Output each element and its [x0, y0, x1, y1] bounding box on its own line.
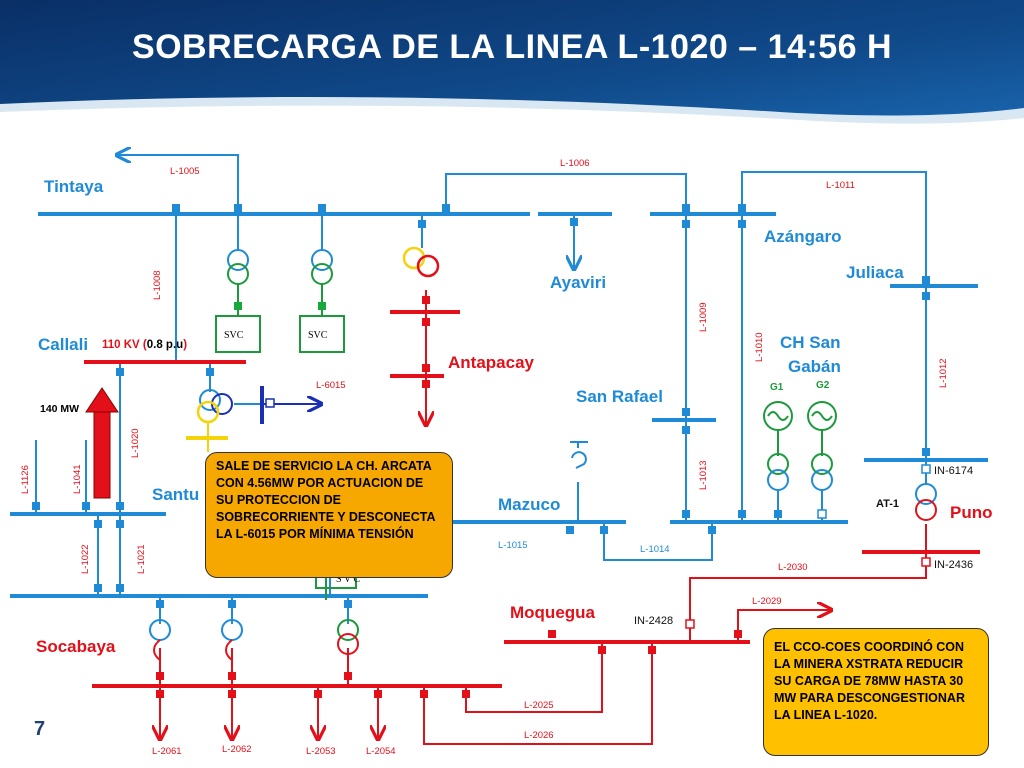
label-g2: G2	[816, 380, 830, 391]
label-l2062: L-2062	[222, 744, 252, 755]
transformer-icon	[416, 254, 440, 278]
breakers-blue	[32, 204, 930, 608]
transformer-icon	[767, 469, 789, 491]
label-l1014: L-1014	[640, 544, 670, 555]
line-l1014	[603, 522, 713, 561]
transformer-icon	[311, 263, 333, 285]
label-l1041: L-1041	[72, 464, 83, 494]
label-l2029: L-2029	[752, 596, 782, 607]
line-l1011	[741, 171, 927, 286]
label-ayaviri: Ayaviri	[550, 273, 606, 292]
label-l2030: L-2030	[778, 562, 808, 573]
label-svc-3: S V C	[336, 574, 360, 585]
label-at1: AT-1	[876, 498, 899, 510]
open-breakers	[685, 464, 931, 629]
label-juliaca: Juliaca	[846, 263, 904, 282]
label-l1021: L-1021	[136, 544, 147, 574]
label-l1006: L-1006	[560, 158, 590, 169]
label-tintaya: Tintaya	[44, 177, 104, 196]
label-ch-san-gaban-1: CH San	[780, 333, 840, 352]
label-santuario: Santu	[152, 485, 199, 504]
svc-box	[299, 315, 345, 353]
callout-outage: SALE DE SERVICIO LA CH. ARCATA CON 4.56M…	[205, 452, 453, 578]
label-l1010: L-1010	[754, 332, 765, 362]
label-antapacay: Antapacay	[448, 353, 535, 372]
label-l2061: L-2061	[152, 746, 182, 757]
label-l1013: L-1013	[698, 460, 709, 490]
slide-title: SOBRECARGA DE LA LINEA L-1020 – 14:56 H	[131, 28, 893, 66]
line-l2026	[423, 678, 653, 745]
transformer-icon	[915, 499, 937, 521]
label-moquegua: Moquegua	[510, 603, 596, 622]
transformers	[149, 246, 937, 661]
label-l1011: L-1011	[826, 180, 855, 191]
line-l1006	[445, 173, 687, 214]
label-l2025: L-2025	[524, 700, 554, 711]
header-band	[0, 0, 1024, 132]
label-azangaro: Azángaro	[764, 227, 841, 246]
label-l1005: L-1005	[170, 166, 200, 177]
label-l1009: L-1009	[698, 302, 709, 332]
label-callali: Callali	[38, 335, 88, 354]
breakers-green	[234, 302, 326, 310]
label-in2436: IN-2436	[934, 559, 973, 571]
label-ch-san-gaban-2: Gabán	[788, 357, 841, 376]
label-puno: Puno	[950, 503, 993, 522]
transformer-icon	[811, 453, 833, 475]
transformer-icon	[311, 249, 333, 271]
label-l1012: L-1012	[938, 358, 949, 388]
transformer-icon	[767, 453, 789, 475]
overload-arrow	[85, 387, 119, 499]
label-voltage: 110 KV (0.8 p.u)	[102, 339, 187, 351]
label-l1020: L-1020	[130, 428, 141, 458]
label-l2026: L-2026	[524, 730, 554, 741]
label-g1: G1	[770, 382, 784, 393]
blue-network	[10, 155, 988, 624]
transformer-icon	[337, 633, 359, 655]
label-socabaya: Socabaya	[36, 637, 116, 656]
label-in2428: IN-2428	[634, 615, 673, 627]
label-in6174: IN-6174	[934, 465, 973, 477]
callout-coordination: EL CCO-COES COORDINÓ CON LA MINERA XSTRA…	[763, 628, 989, 756]
label-l1008: L-1008	[152, 270, 163, 300]
label-l1015: L-1015	[498, 540, 528, 551]
label-l2053: L-2053	[306, 746, 336, 757]
label-san-rafael: San Rafael	[576, 387, 663, 406]
label-mazuco: Mazuco	[498, 495, 560, 514]
generators	[763, 401, 837, 491]
line-l1005	[118, 155, 239, 214]
line-l2025	[465, 678, 603, 713]
transformer-icon	[227, 263, 249, 285]
slide-number: 7	[34, 718, 46, 740]
transformer-icon	[915, 483, 937, 505]
transformer-icon	[199, 389, 221, 411]
label-l1022: L-1022	[80, 544, 91, 574]
transformer-icon	[337, 619, 359, 641]
transformer-icon	[811, 469, 833, 491]
label-svc-2: SVC	[308, 330, 328, 341]
label-l1126: L-1126	[20, 465, 31, 494]
breakers-red	[156, 296, 742, 698]
label-l2054: L-2054	[366, 746, 396, 757]
svc-box	[215, 315, 261, 353]
label-svc-1: SVC	[224, 330, 244, 341]
label-l6015: L-6015	[316, 380, 346, 391]
label-flow: 140 MW	[40, 403, 79, 415]
l6015-group	[260, 386, 320, 424]
transformer-icon	[227, 249, 249, 271]
